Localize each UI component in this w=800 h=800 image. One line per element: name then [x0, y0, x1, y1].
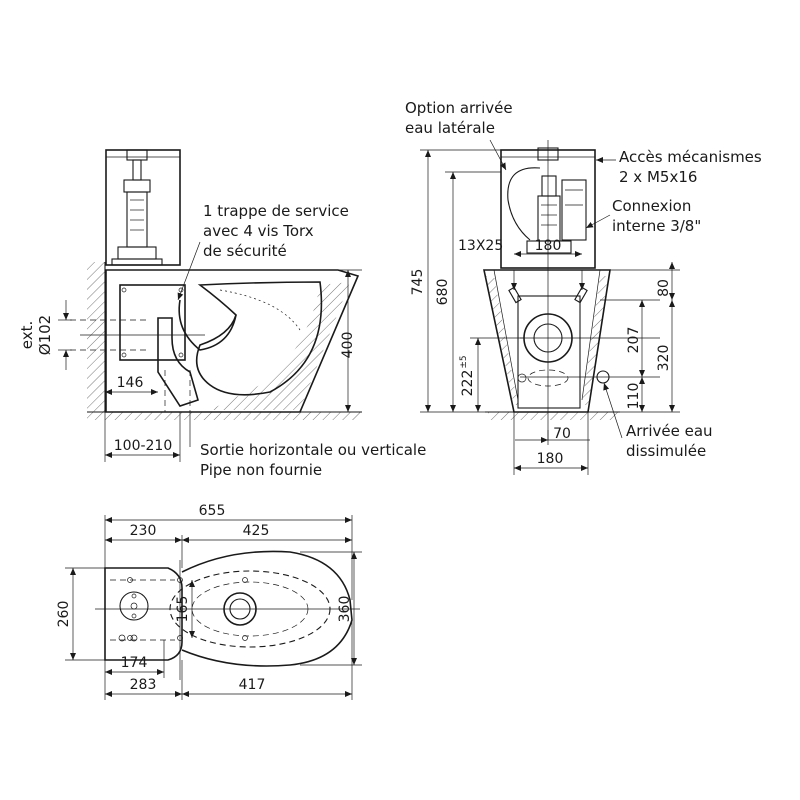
label-side-water-2: eau latérale: [405, 119, 495, 137]
label-outlet-2: Pipe non fournie: [200, 461, 322, 479]
tank-side: [105, 149, 181, 266]
outlet-pipe-vertical: [164, 370, 191, 412]
label-side-water-1: Option arrivée: [405, 99, 513, 117]
dim-680: 680: [435, 279, 451, 306]
dim-283: 283: [130, 677, 157, 693]
dim-70: 70: [553, 426, 571, 442]
dim-13x25: 13X25: [458, 238, 503, 254]
dim-360: 360: [337, 596, 353, 623]
dim-230: 230: [130, 523, 157, 539]
front-floor-hatch: [488, 412, 618, 420]
wall-hatch: [87, 262, 105, 412]
label-pipe-diameter: Ø102: [36, 315, 54, 355]
label-hidden-water-1: Arrivée eau: [626, 422, 713, 440]
dim-80: 80: [656, 279, 672, 297]
leader-connection: [585, 214, 611, 229]
side-inlet-hose: [507, 167, 541, 241]
dim-222: 222: [460, 370, 476, 397]
slot-right: [574, 286, 588, 304]
dim-110: 110: [626, 383, 642, 410]
dim-655: 655: [199, 503, 226, 519]
pedestal-hatch: [210, 282, 350, 410]
top-flush-button: [119, 591, 149, 621]
front-view: 745 680 222 ±5 13X25 180 80 207 320 110: [410, 139, 680, 475]
dim-417: 417: [239, 677, 266, 693]
label-hidden-water-2: dissimulée: [626, 442, 706, 460]
front-pedestal-hatch-left: [486, 276, 518, 405]
label-access-2: 2 x M5x16: [619, 168, 697, 186]
label-service-hatch-2: avec 4 vis Torx: [203, 222, 314, 240]
label-service-hatch-3: de sécurité: [203, 242, 287, 260]
dim-207: 207: [626, 327, 642, 354]
dim-425: 425: [243, 523, 270, 539]
label-pipe-ext: ext.: [18, 321, 36, 350]
label-outlet-1: Sortie horizontale ou verticale: [200, 441, 426, 459]
label-connection-2: interne 3/8": [612, 217, 701, 235]
dim-174: 174: [121, 655, 148, 671]
front-pedestal-hatch-right: [582, 276, 608, 405]
dim-165: 165: [175, 596, 191, 623]
pedestal-outline: [105, 269, 360, 413]
label-connection-1: Connexion: [612, 197, 691, 215]
leader-service-hatch: [177, 241, 201, 301]
dim-745: 745: [410, 269, 426, 296]
front-inner-panel: [517, 295, 581, 409]
top-tank: [104, 567, 183, 661]
floor-hatch: [87, 412, 362, 420]
dim-180-base: 180: [537, 451, 564, 467]
label-access-1: Accès mécanismes: [619, 148, 762, 166]
slot-left: [508, 286, 522, 304]
outlet-pipe: [157, 317, 199, 407]
flush-mechanism: [111, 149, 163, 266]
front-flush-mechanism: [507, 147, 587, 254]
dim-260: 260: [56, 601, 72, 628]
service-hatch-panel: [119, 284, 186, 361]
leader-side-water: [489, 139, 507, 171]
label-service-hatch-1: 1 trappe de service: [203, 202, 349, 220]
dim-100-210: 100-210: [114, 438, 173, 454]
top-view: 655 230 425 260 360 165 174 283 417: [56, 503, 362, 700]
bowl-hidden-line: [219, 289, 301, 331]
trap-pipe: [178, 299, 237, 351]
side-view: 400 146 100-210: [58, 149, 362, 462]
dim-146: 146: [117, 375, 144, 391]
dim-400: 400: [340, 332, 356, 359]
dim-222-tolerance: ±5: [459, 355, 469, 368]
dim-320: 320: [656, 345, 672, 372]
dim-180-tank: 180: [535, 238, 562, 254]
leader-hidden-water: [603, 382, 623, 439]
